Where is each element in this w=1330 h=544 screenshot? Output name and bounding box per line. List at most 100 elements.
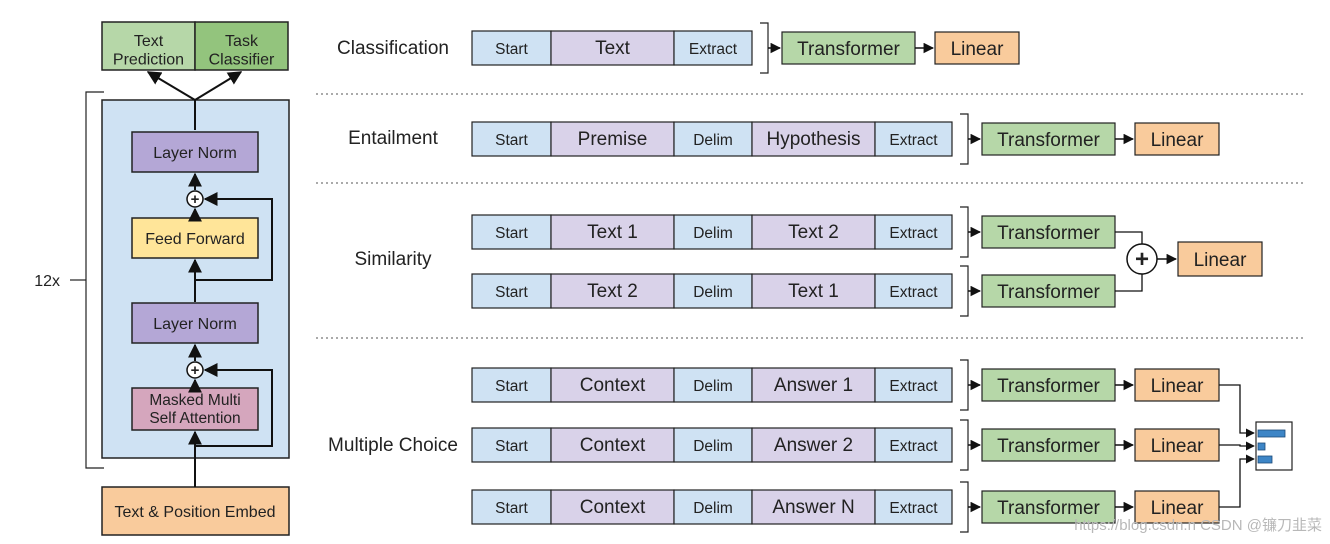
- task-name: Similarity: [354, 249, 432, 270]
- token-label: Start: [495, 378, 528, 395]
- token-label: Text 2: [587, 281, 638, 302]
- layer-norm-bottom: [131, 302, 259, 344]
- token-label: Start: [495, 284, 528, 301]
- residual-add-top: [186, 190, 204, 208]
- transformer-box: [981, 490, 1116, 524]
- linear-label: Linear: [951, 39, 1004, 60]
- transformer-label: Transformer: [997, 130, 1100, 151]
- residual-add-bottom-symbol: +: [191, 362, 200, 379]
- token-segment: [471, 367, 552, 403]
- token-label: Answer 1: [774, 375, 853, 396]
- task-classifier-head: [194, 21, 289, 71]
- token-label: Text: [595, 38, 631, 59]
- token-segment: [550, 367, 675, 403]
- transformer-label: Transformer: [997, 376, 1100, 397]
- linear-box: [1177, 241, 1263, 277]
- token-segment: [874, 427, 953, 463]
- token-label: Answer N: [772, 497, 854, 518]
- linear-label: Linear: [1151, 376, 1204, 397]
- token-segment: [471, 121, 552, 157]
- token-label: Premise: [578, 129, 648, 150]
- task-name: Classification: [337, 38, 449, 59]
- token-segment: [751, 367, 876, 403]
- token-label: Start: [495, 500, 528, 517]
- text-position-embed-label: Text & Position Embed: [115, 504, 276, 521]
- transformer-box: [981, 368, 1116, 402]
- transformer-label: Transformer: [997, 498, 1100, 519]
- transformer-label: Transformer: [997, 223, 1100, 244]
- token-segment: [874, 367, 953, 403]
- token-segment: [471, 30, 552, 66]
- add-symbol: +: [1135, 246, 1149, 273]
- residual-add-top-symbol: +: [191, 191, 200, 208]
- token-label: Text 2: [788, 222, 839, 243]
- task-name: Entailment: [348, 128, 438, 149]
- token-segment: [673, 121, 753, 157]
- softmax-icon: [1255, 421, 1293, 471]
- linear-box: [1134, 428, 1220, 462]
- token-segment: [550, 121, 675, 157]
- feed-forward-label: Feed Forward: [145, 231, 245, 248]
- task-entailment: Entailment Start Premise Delim Hypothesis Ext…: [348, 113, 1220, 165]
- masked-self-attention: [131, 387, 259, 431]
- token-label: Start: [495, 132, 528, 149]
- residual-add-bottom: [186, 361, 204, 379]
- linear-box: [934, 31, 1020, 65]
- transformer-label: Transformer: [797, 39, 900, 60]
- token-label: Text 1: [788, 281, 839, 302]
- token-label: Start: [495, 225, 528, 242]
- token-label: Delim: [693, 284, 733, 301]
- token-segment: [471, 427, 552, 463]
- text-position-embed: [101, 486, 290, 536]
- token-segment: [874, 121, 953, 157]
- token-segment: [874, 214, 953, 250]
- watermark: https://blog.csdn.n CSDN @镰刀韭菜: [1074, 517, 1322, 534]
- transformer-box: [781, 31, 916, 65]
- layer-norm-top: [131, 131, 259, 173]
- token-segment: [874, 489, 953, 525]
- input-sequence: Start Premise Delim Hypothesis Extract Transf…: [471, 113, 1220, 165]
- token-segment: [673, 30, 753, 66]
- token-label: Extract: [889, 378, 938, 395]
- token-label: Extract: [889, 132, 938, 149]
- token-segment: [751, 427, 876, 463]
- token-label: Context: [580, 435, 646, 456]
- linear-box: [1134, 122, 1220, 156]
- token-label: Extract: [889, 500, 938, 517]
- token-label: Delim: [693, 378, 733, 395]
- repeat-label: 12x: [34, 273, 60, 290]
- text-prediction-head: [101, 21, 196, 71]
- token-segment: [550, 427, 675, 463]
- token-label: Start: [495, 438, 528, 455]
- token-label: Delim: [693, 132, 733, 149]
- token-segment: [751, 214, 876, 250]
- token-label: Start: [495, 41, 528, 58]
- token-label: Extract: [889, 225, 938, 242]
- layer-norm-top-label: Layer Norm: [153, 145, 237, 162]
- linear-label: Linear: [1151, 130, 1204, 151]
- transformer-box: [981, 428, 1116, 462]
- token-label: Text 1: [587, 222, 638, 243]
- token-label: Delim: [693, 438, 733, 455]
- token-segment: [673, 273, 753, 309]
- token-segment: [471, 489, 552, 525]
- token-label: Hypothesis: [767, 129, 861, 150]
- feed-forward: [131, 217, 259, 259]
- layer-norm-bottom-label: Layer Norm: [153, 316, 237, 333]
- token-segment: [471, 214, 552, 250]
- token-segment: [751, 273, 876, 309]
- token-segment: [874, 273, 953, 309]
- linear-label: Linear: [1151, 498, 1204, 519]
- token-label: Extract: [889, 438, 938, 455]
- transformer-box: [981, 122, 1116, 156]
